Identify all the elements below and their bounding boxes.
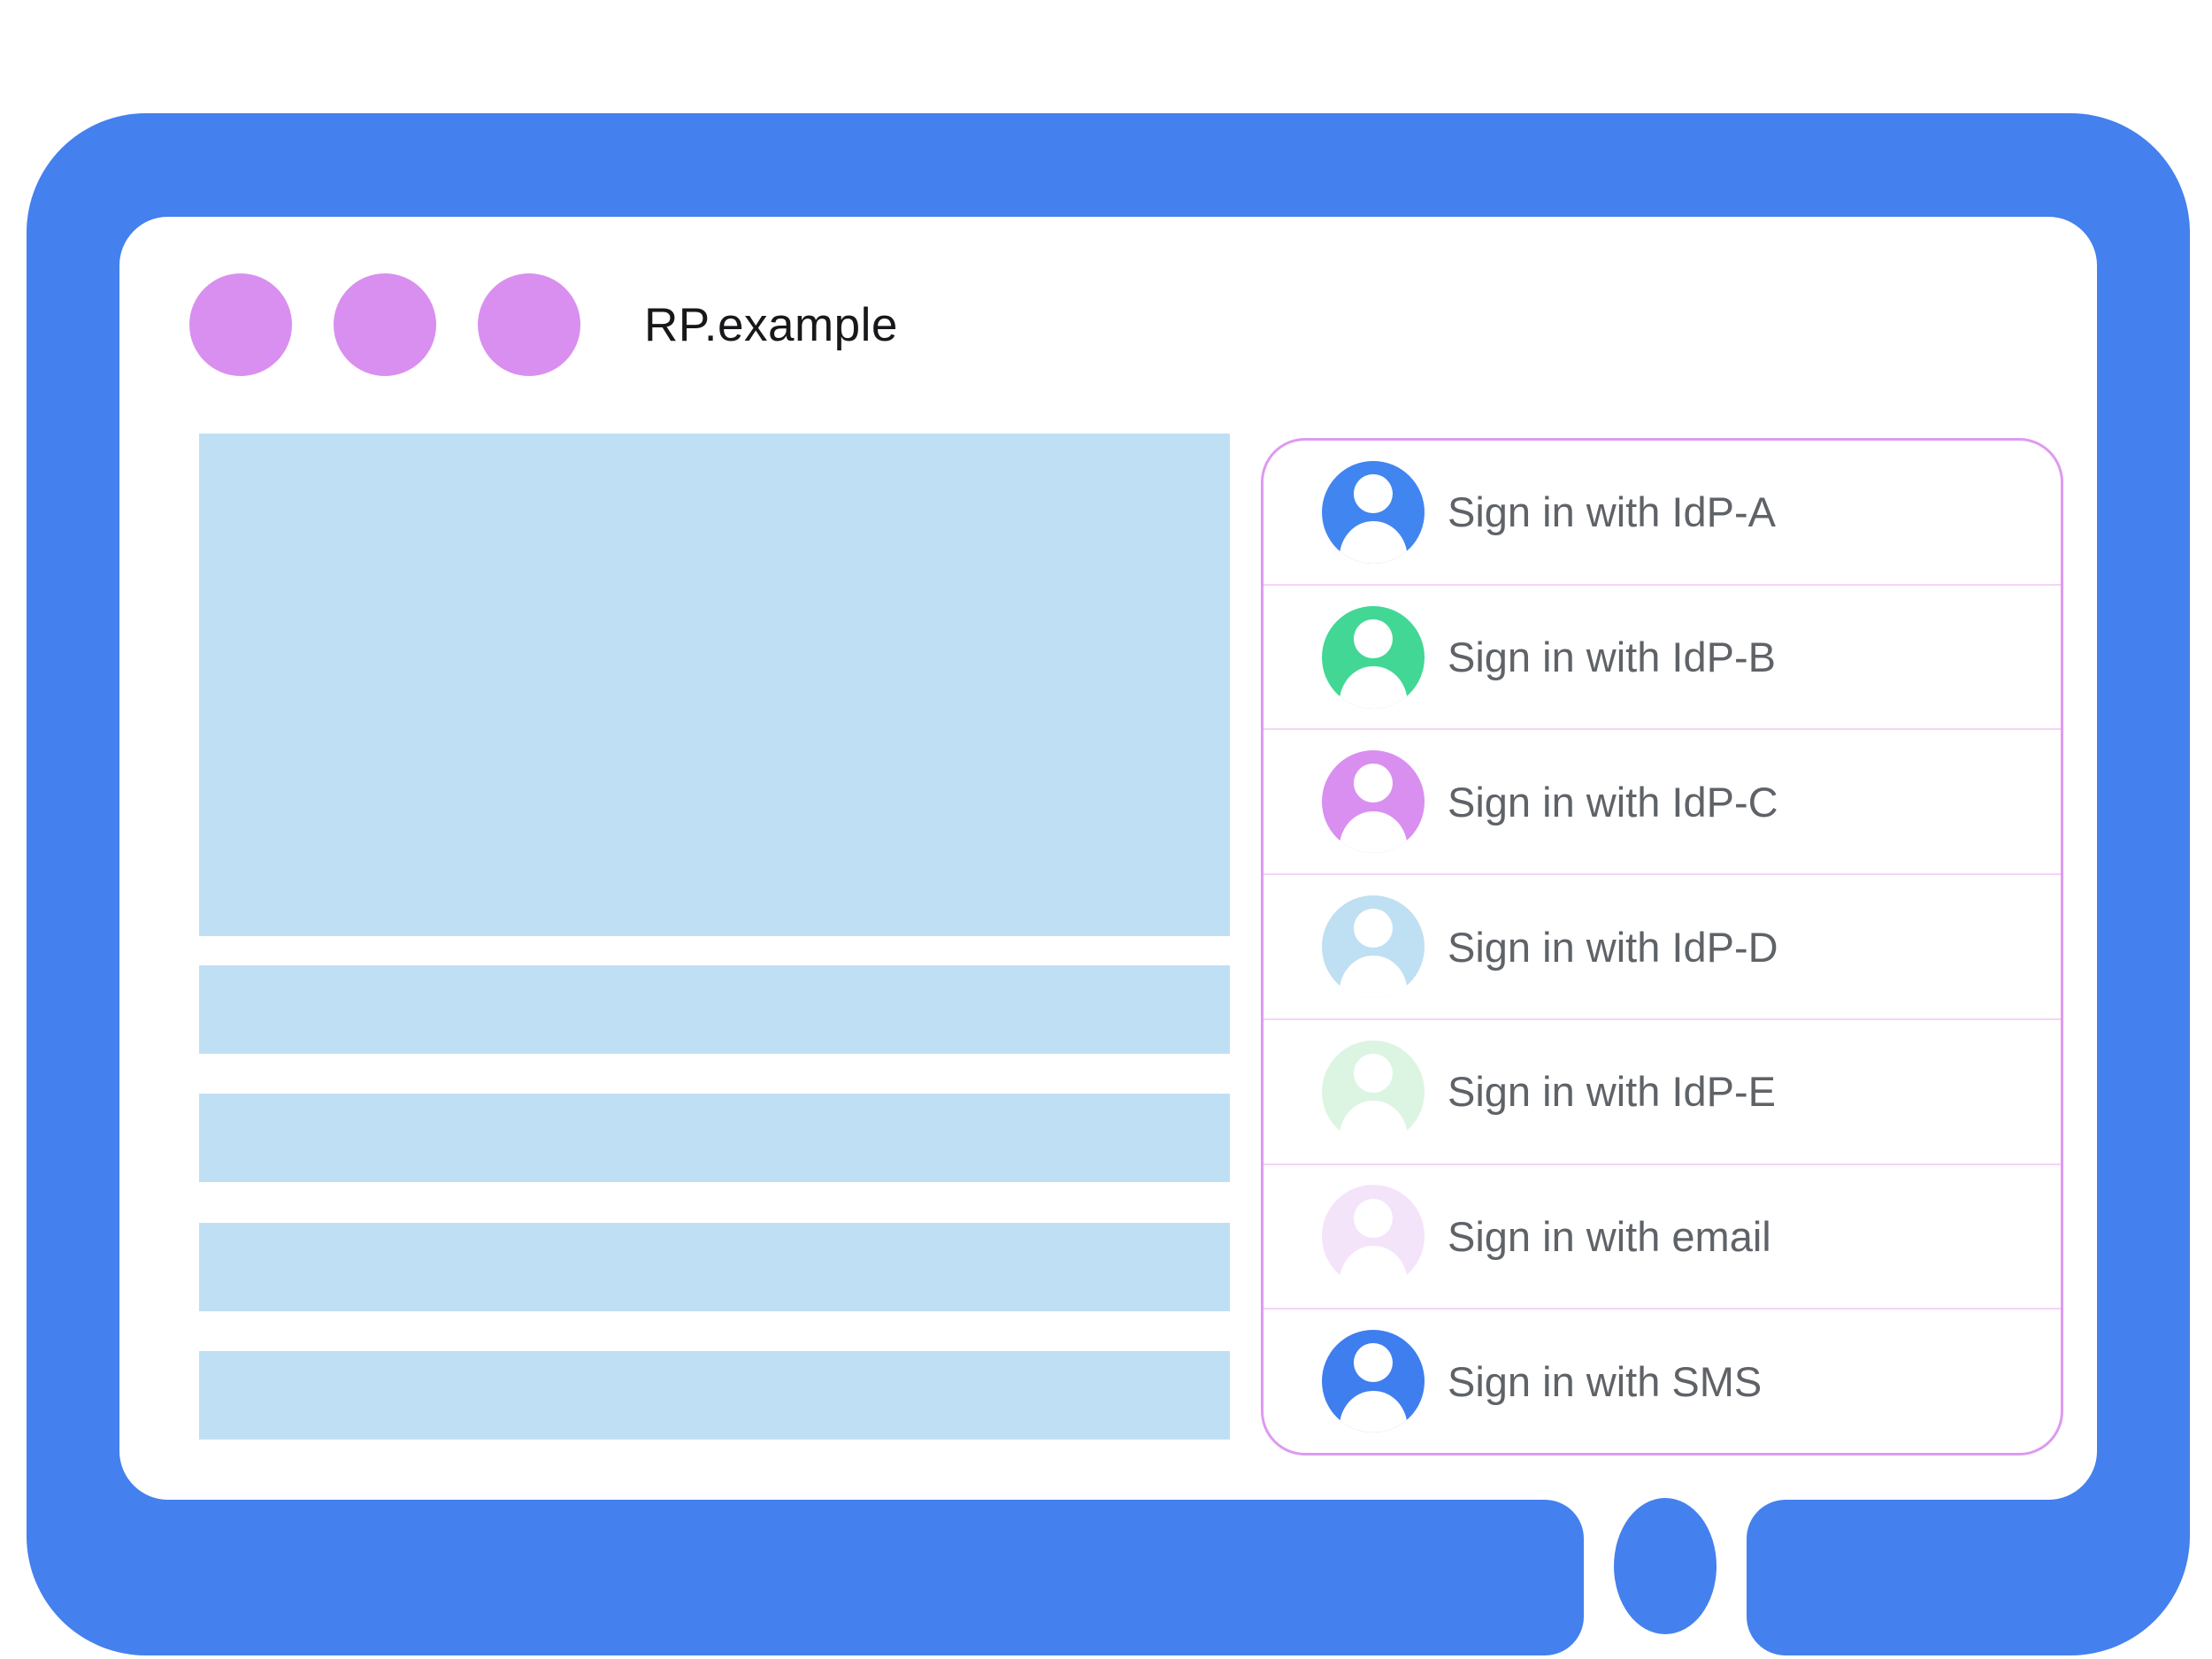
signin-option-label: Sign in with SMS [1448, 1357, 1763, 1405]
signin-option-label: Sign in with email [1448, 1212, 1771, 1260]
signin-option-label: Sign in with IdP-B [1448, 634, 1776, 681]
person-icon [1322, 895, 1425, 999]
content-placeholder-line [199, 965, 1230, 1054]
content-placeholder-hero [199, 434, 1230, 936]
signin-option-idp-a[interactable]: Sign in with IdP-A [1263, 441, 2061, 586]
person-icon [1322, 1040, 1425, 1143]
frame-bottom-band-right-end [1747, 1500, 1835, 1655]
person-icon [1322, 1330, 1425, 1433]
signin-option-idp-b[interactable]: Sign in with IdP-B [1263, 586, 2061, 731]
content-placeholder-line [199, 1223, 1230, 1311]
frame-bottom-dot [1614, 1498, 1717, 1634]
signin-option-label: Sign in with IdP-E [1448, 1068, 1776, 1116]
signin-option-idp-c[interactable]: Sign in with IdP-C [1263, 730, 2061, 876]
signin-option-email[interactable]: Sign in with email [1263, 1165, 2061, 1310]
person-icon [1322, 460, 1425, 564]
signin-option-label: Sign in with IdP-A [1448, 488, 1776, 536]
content-placeholder-line [199, 1094, 1230, 1182]
page-title: RP.example [644, 298, 898, 351]
signin-option-idp-e[interactable]: Sign in with IdP-E [1263, 1020, 2061, 1165]
signin-option-label: Sign in with IdP-C [1448, 778, 1778, 826]
window-control-dot[interactable] [189, 273, 292, 376]
signin-option-label: Sign in with IdP-D [1448, 923, 1778, 971]
frame-bottom-band-left-end [1495, 1500, 1584, 1655]
window-control-dot[interactable] [334, 273, 436, 376]
person-icon [1322, 750, 1425, 854]
signin-option-sms[interactable]: Sign in with SMS [1263, 1310, 2061, 1453]
person-icon [1322, 1185, 1425, 1288]
signin-option-idp-d[interactable]: Sign in with IdP-D [1263, 875, 2061, 1020]
signin-chooser-panel: Sign in with IdP-A Sign in with IdP-B Si… [1261, 438, 2063, 1455]
person-icon [1322, 605, 1425, 709]
window-control-dot[interactable] [478, 273, 580, 376]
content-placeholder-line [199, 1351, 1230, 1440]
